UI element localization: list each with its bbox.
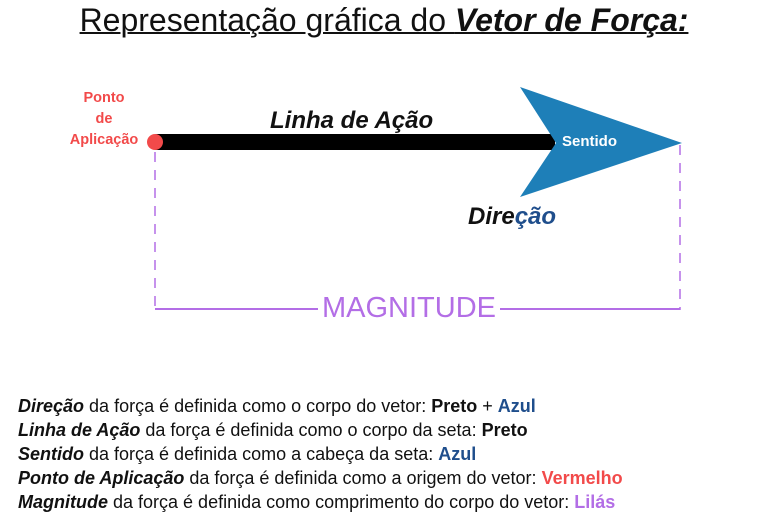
page-title: Representação gráfica do Vetor de Força: [0, 2, 768, 39]
definition-magnitude: Magnitude da força é definida como compr… [18, 490, 623, 514]
definition-text: da força é definida como o corpo do veto… [84, 396, 432, 416]
arrow-head [520, 87, 682, 197]
definition-value: Preto [481, 420, 528, 440]
definition-term: Ponto de Aplicação [18, 468, 185, 488]
definition-joiner: + [477, 396, 498, 416]
definition-value-2: Azul [497, 396, 536, 416]
sentido-label: Sentido [562, 133, 617, 150]
application-point-dot [147, 134, 163, 150]
definition-value: Preto [431, 396, 478, 416]
definition-text: da força é definida como o corpo da seta… [140, 420, 482, 440]
title-text: Representação gráfica do [79, 2, 455, 38]
definition-value: Lilás [574, 492, 616, 512]
definition-text: da força é definida como a origem do vet… [184, 468, 542, 488]
title-emphasis: Vetor de Força: [454, 2, 689, 38]
definition-ponto-de-aplicacao: Ponto de Aplicação da força é definida c… [18, 466, 623, 490]
ponto-line-2: de [95, 111, 113, 127]
linha-de-acao-label: Linha de Ação [270, 107, 434, 134]
ponto-line-1: Ponto [83, 90, 125, 106]
definition-text: da força é definida como a cabeça da set… [84, 444, 439, 464]
definition-direcao: Direção da força é definida como o corpo… [18, 394, 623, 418]
ponto-line-3: Aplicação [69, 132, 139, 148]
definition-term: Magnitude [18, 492, 108, 512]
vector-body [155, 134, 555, 150]
ponto-aplicacao-label: Ponto de Aplicação [58, 88, 150, 151]
definition-sentido: Sentido da força é definida como a cabeç… [18, 442, 623, 466]
definition-value: Vermelho [541, 468, 623, 488]
definitions-list: Direção da força é definida como o corpo… [18, 394, 623, 514]
definition-term: Sentido [18, 444, 84, 464]
definition-linha-de-acao: Linha de Ação da força é definida como o… [18, 418, 623, 442]
definition-text: da força é definida como comprimento do … [108, 492, 575, 512]
direcao-label: Direção [468, 203, 556, 231]
definition-value: Azul [438, 444, 477, 464]
direcao-part-2: ção [514, 203, 557, 230]
definition-term: Direção [18, 396, 85, 416]
direcao-part-1: Dire [468, 203, 515, 230]
magnitude-label: MAGNITUDE [318, 292, 500, 325]
definition-term: Linha de Ação [18, 420, 141, 440]
